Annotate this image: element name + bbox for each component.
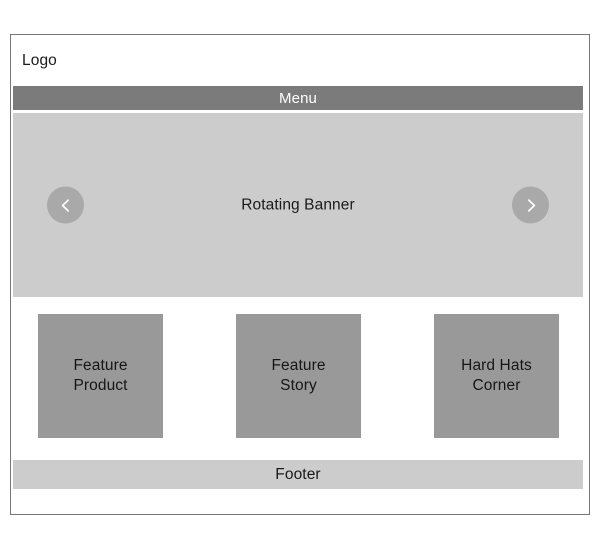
feature-box-label: Feature Story — [271, 357, 326, 394]
logo: Logo — [22, 52, 57, 69]
feature-box-label: Feature Product — [73, 357, 128, 394]
footer-label: Footer — [275, 465, 321, 483]
feature-box-label: Hard Hats Corner — [461, 357, 532, 394]
banner-prev-button[interactable] — [47, 186, 84, 224]
rotating-banner: Rotating Banner — [13, 113, 583, 297]
rotating-banner-label: Rotating Banner — [241, 196, 355, 214]
footer-bar[interactable]: Footer — [13, 460, 583, 489]
feature-box-hard-hats-corner[interactable]: Hard Hats Corner — [434, 314, 559, 438]
chevron-right-icon — [523, 197, 539, 213]
chevron-left-icon — [58, 197, 74, 213]
feature-boxes-row: Feature Product Feature Story Hard Hats … — [11, 314, 588, 438]
menu-bar[interactable]: Menu — [13, 86, 583, 110]
banner-next-button[interactable] — [512, 186, 549, 224]
menu-bar-label: Menu — [279, 89, 317, 107]
page-frame: Logo Menu Rotating Banner — [10, 34, 590, 515]
feature-box-story[interactable]: Feature Story — [236, 314, 361, 438]
feature-box-product[interactable]: Feature Product — [38, 314, 163, 438]
